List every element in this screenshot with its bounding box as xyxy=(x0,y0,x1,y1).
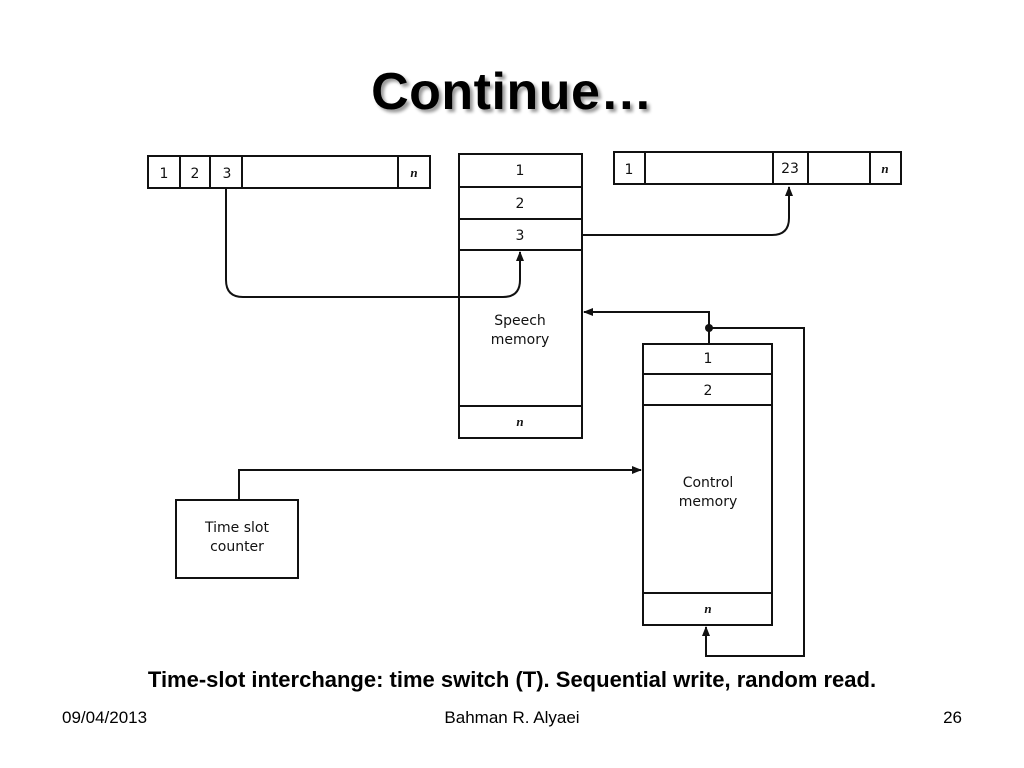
input-frame xyxy=(147,155,431,189)
control-slot-n-label: n xyxy=(704,601,711,616)
output-slot-23-label: 23 xyxy=(781,161,799,177)
output-slot-1-label: 1 xyxy=(625,162,634,178)
time-slot-counter-block xyxy=(175,499,299,579)
footer-date: 09/04/2013 xyxy=(62,708,148,727)
write-path-arrow xyxy=(225,188,524,298)
output-frame xyxy=(613,151,902,185)
figure-caption: Time-slot interchange: time switch (T). … xyxy=(147,667,877,692)
counter-to-control-arrow xyxy=(238,466,642,500)
input-slot-1-label: 1 xyxy=(160,166,169,182)
control-slot-1-label: 1 xyxy=(704,351,713,367)
control-memory-label-line1: Control xyxy=(683,475,734,491)
output-slot-n-label: n xyxy=(881,161,888,176)
read-path-arrow xyxy=(582,186,793,236)
counter-label-line2: counter xyxy=(210,539,264,555)
control-loop-arrow xyxy=(702,327,805,657)
footer-page-number: 26 xyxy=(943,708,962,727)
input-slot-2-label: 2 xyxy=(191,166,200,182)
speech-slot-n-label: n xyxy=(516,414,523,429)
input-slot-3-label: 3 xyxy=(223,166,232,182)
speech-memory-label-line1: Speech xyxy=(494,313,546,329)
control-slot-2-label: 2 xyxy=(704,383,713,399)
speech-slot-3-label: 3 xyxy=(516,228,525,244)
control-memory-label-line2: memory xyxy=(679,494,738,510)
speech-memory-label-line2: memory xyxy=(491,332,550,348)
control-memory-block xyxy=(642,343,773,626)
junction-dot xyxy=(705,324,713,332)
slide-title: Continue… xyxy=(371,63,653,121)
speech-slot-2-label: 2 xyxy=(516,196,525,212)
speech-slot-1-label: 1 xyxy=(516,163,525,179)
counter-label-line1: Time slot xyxy=(204,520,269,536)
input-slot-n-label: n xyxy=(410,165,417,180)
footer-author: Bahman R. Alyaei xyxy=(444,708,580,727)
control-to-speech-arrow xyxy=(583,308,710,344)
